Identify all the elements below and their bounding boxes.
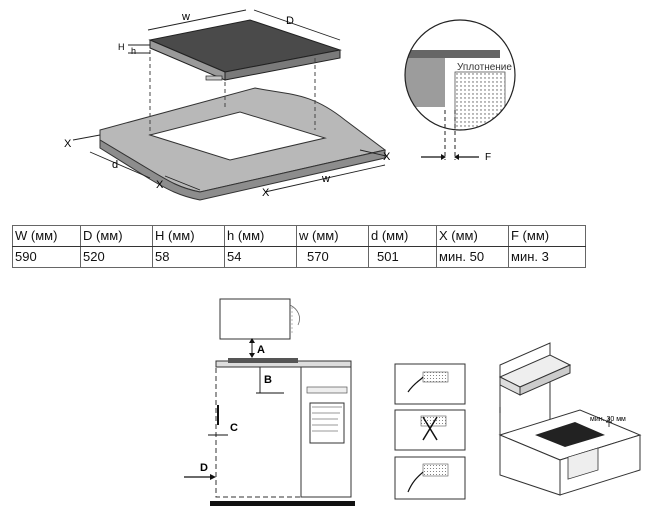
label-d: d [112, 159, 118, 171]
label-X-left: X [64, 138, 72, 150]
label-H: H [118, 42, 125, 52]
header-F: F (мм) [508, 225, 586, 247]
label-X-right: X [383, 151, 391, 163]
ventilation-clearance-diagram: мин. 30 мм [498, 342, 642, 496]
countertop [99, 87, 387, 201]
value-H: 58 [152, 246, 225, 268]
label-X-bottom: X [262, 187, 270, 199]
cutout-dimension-diagram: w D H h X d X X X w [64, 9, 391, 201]
header-d: d (мм) [368, 225, 437, 247]
label-D-top: D [286, 15, 294, 27]
value-W: 590 [12, 246, 81, 268]
label-D: D [200, 462, 208, 474]
header-X: X (мм) [436, 225, 509, 247]
seal-label: Уплотнение [457, 62, 512, 73]
value-w: 570 [296, 246, 369, 268]
label-w-bottom: w [321, 173, 330, 185]
table-header-row: W (мм) D (мм) H (мм) h (мм) w (мм) d (мм… [12, 225, 586, 247]
floor [210, 501, 355, 506]
hob-panel [148, 19, 342, 81]
label-C: C [230, 422, 238, 434]
glass-hob [535, 422, 605, 447]
dimension-spec-table: W (мм) D (мм) H (мм) h (мм) w (мм) d (мм… [12, 225, 586, 268]
fitting-detail-panels [394, 363, 466, 500]
label-A: A [257, 344, 265, 356]
table-row: 590 520 58 54 570 501 мин. 50 мин. 3 [12, 246, 586, 268]
value-F: мин. 3 [508, 246, 586, 268]
oven-cabinet [559, 434, 641, 496]
cabinet-outline [215, 366, 302, 498]
upper-cabinet [219, 298, 291, 340]
label-h: h [131, 46, 136, 56]
value-D: 520 [80, 246, 153, 268]
label-B: B [264, 374, 272, 386]
countertop-section [405, 52, 445, 107]
value-d: 501 [368, 246, 437, 268]
hob [228, 358, 298, 363]
header-D: D (мм) [80, 225, 153, 247]
label-w-top: w [181, 11, 190, 23]
guide-lines [149, 50, 316, 135]
detail-circle [404, 19, 516, 131]
header-w: w (мм) [296, 225, 369, 247]
seal-detail-diagram: Уплотнение F [404, 19, 516, 163]
header-h: h (мм) [224, 225, 297, 247]
seal-strip [454, 71, 506, 130]
value-h: 54 [224, 246, 297, 268]
detail-panel [394, 363, 466, 405]
installation-clearance-diagram: A B E C D [184, 298, 355, 506]
detail-panel [394, 409, 466, 451]
hob-edge [405, 50, 500, 58]
dimension-lines [72, 9, 387, 193]
header-H: H (мм) [152, 225, 225, 247]
value-X: мин. 50 [436, 246, 509, 268]
min-clearance-label: мин. 30 мм [590, 416, 626, 423]
header-W: W (мм) [12, 225, 81, 247]
label-X-front: X [156, 179, 164, 191]
label-F: F [485, 152, 491, 163]
detail-panel [394, 456, 466, 500]
